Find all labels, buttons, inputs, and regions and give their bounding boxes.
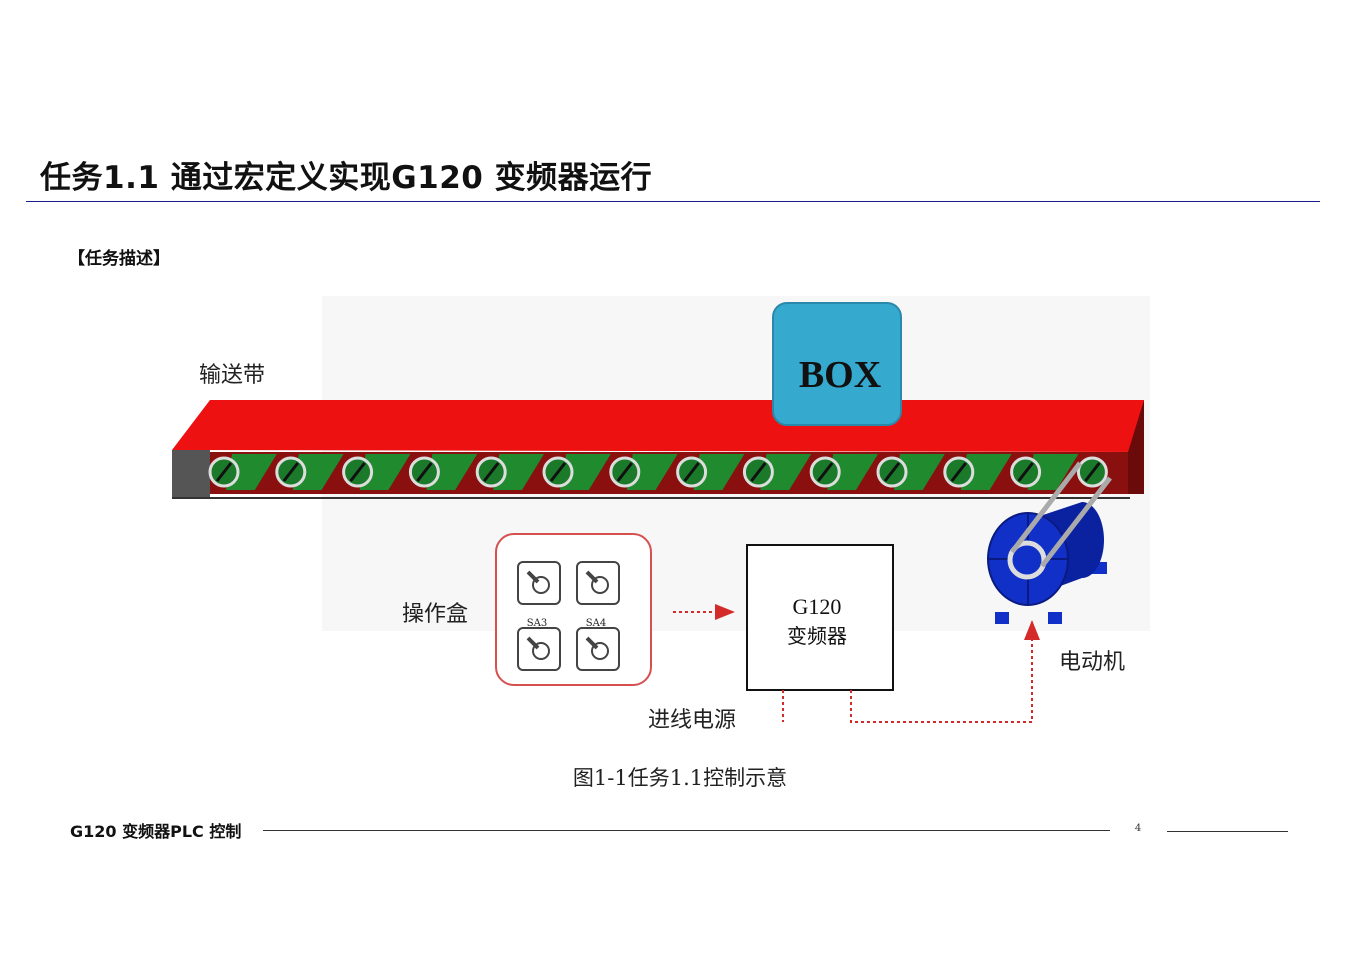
belt-segment bbox=[626, 454, 678, 490]
switch-icon bbox=[576, 627, 620, 671]
switch-icon bbox=[517, 561, 561, 605]
inverter-label-model: G120 bbox=[793, 594, 842, 619]
switch-icon bbox=[517, 627, 561, 671]
roller-slot bbox=[616, 462, 633, 482]
section-label: 【任务描述】 bbox=[68, 249, 170, 269]
conveyor-label: 输送带 bbox=[199, 363, 265, 388]
switch-icon bbox=[576, 561, 620, 605]
box-label: BOX bbox=[799, 354, 881, 396]
roller-slot bbox=[1084, 462, 1101, 482]
belt-segment bbox=[292, 454, 344, 490]
page-title: 任务1.1 通过宏定义实现G120 变频器运行 bbox=[40, 160, 653, 196]
roller-slot bbox=[416, 462, 433, 482]
roller-slot bbox=[549, 462, 567, 482]
motor-label: 电动机 bbox=[1059, 650, 1125, 675]
operation-box-label: 操作盒 bbox=[402, 602, 468, 627]
operation-box: SA3 SA4 bbox=[495, 533, 652, 686]
footer-divider bbox=[1167, 831, 1288, 832]
belt-segment bbox=[426, 454, 478, 490]
belt-segment bbox=[760, 454, 812, 490]
roller-slot bbox=[817, 462, 834, 482]
roller-slot bbox=[950, 462, 967, 482]
motor bbox=[987, 461, 1112, 624]
switch-label-sa3: SA3 bbox=[527, 618, 547, 629]
roller-slot bbox=[883, 462, 901, 482]
roller-slot bbox=[483, 462, 500, 482]
roller-slot bbox=[349, 462, 366, 482]
switch-label-sa4: SA4 bbox=[586, 618, 606, 629]
belt-end-cap bbox=[172, 450, 210, 498]
belt-segment bbox=[493, 454, 544, 490]
inverter-label-name: 变频器 bbox=[787, 624, 847, 648]
belt-rollers bbox=[208, 454, 1108, 490]
box-item: BOX bbox=[772, 302, 902, 426]
figure-caption: 图1-1任务1.1控制示意 bbox=[572, 766, 788, 790]
roller-slot bbox=[683, 462, 700, 482]
inverter-box: G120 变频器 bbox=[746, 544, 894, 691]
roller-slot bbox=[1017, 462, 1034, 482]
belt-segment bbox=[827, 454, 878, 490]
title-divider bbox=[26, 201, 1320, 202]
belt-segment bbox=[894, 454, 945, 490]
conveyor-belt bbox=[172, 400, 1144, 499]
footer-title: G120 变频器PLC 控制 bbox=[70, 822, 242, 841]
belt-segment bbox=[960, 454, 1012, 490]
motor-wire bbox=[850, 620, 1040, 723]
power-label: 进线电源 bbox=[648, 708, 736, 733]
belt-segment bbox=[1027, 454, 1079, 490]
roller-slot bbox=[215, 462, 233, 482]
page-number: 4 bbox=[1134, 823, 1142, 834]
belt-top bbox=[172, 400, 1144, 452]
belt-right-end bbox=[1128, 400, 1144, 494]
footer-divider bbox=[263, 830, 1110, 831]
roller-slot bbox=[282, 462, 299, 482]
roller-slot bbox=[750, 462, 767, 482]
belt-segment bbox=[693, 454, 745, 490]
belt-segment bbox=[560, 454, 611, 490]
belt-segment bbox=[226, 454, 277, 490]
belt-segment bbox=[359, 454, 411, 490]
